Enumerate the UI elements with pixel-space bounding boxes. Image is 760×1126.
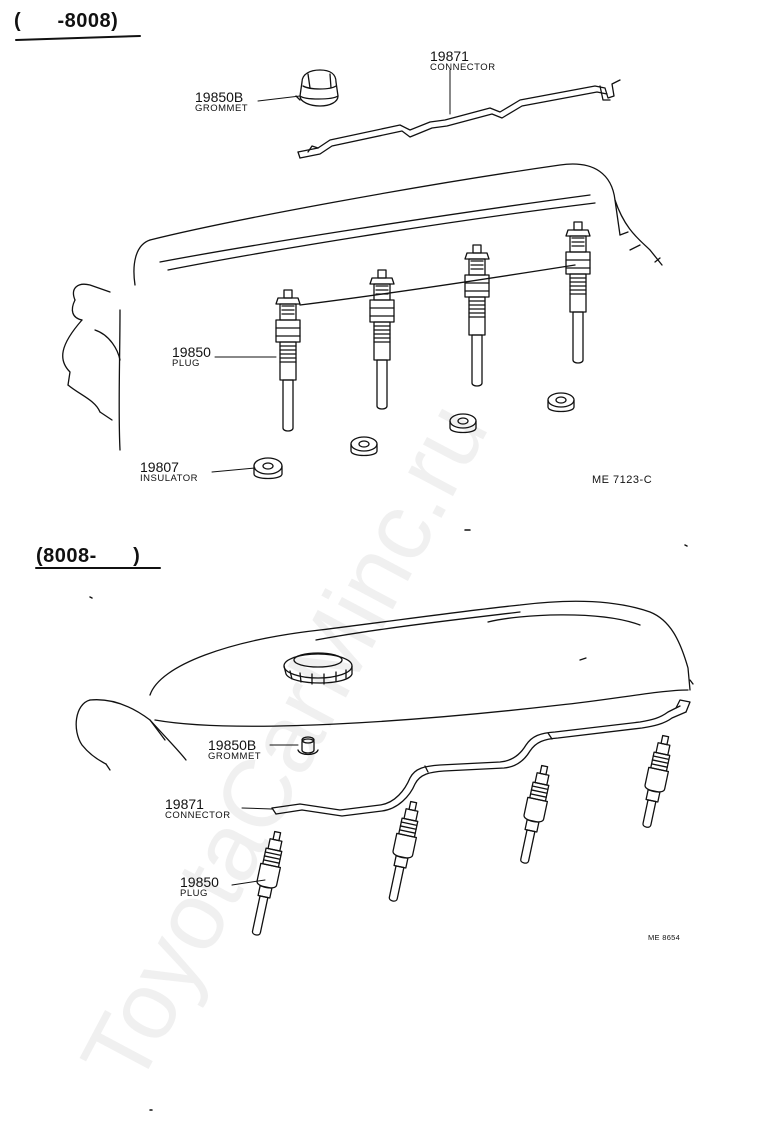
part-number: 19850 (172, 344, 211, 360)
bottom-part-grommet: 19850B GROMMET (208, 738, 261, 762)
top-header-text: ( -8008) (14, 10, 119, 32)
bottom-connector-bar (271, 699, 691, 817)
part-number: 19850B (208, 737, 257, 753)
part-number: 19850B (195, 89, 244, 105)
part-name: CONNECTOR (430, 62, 496, 73)
stray-marks (89, 529, 688, 1111)
part-name: GROMMET (195, 103, 249, 114)
bottom-glow-plugs (251, 734, 671, 936)
part-number: 19871 (430, 48, 469, 64)
top-grommet (295, 69, 339, 107)
top-ref-code: ME 7123-C (592, 474, 653, 486)
part-number: 19807 (140, 459, 179, 475)
part-number: 19871 (165, 796, 204, 812)
bottom-cylinder-head (75, 600, 694, 771)
bottom-grommet (297, 736, 319, 756)
bottom-leader-lines (231, 744, 299, 886)
top-leader-lines (211, 69, 451, 473)
part-name: CONNECTOR (165, 810, 231, 821)
top-section-header: ( -8008) (14, 10, 118, 33)
part-name: PLUG (180, 888, 208, 899)
top-part-grommet: 19850B GROMMET (195, 90, 248, 114)
bottom-ref-code: ME 8654 (648, 933, 681, 942)
part-name: GROMMET (208, 751, 262, 762)
top-header-underline (15, 35, 141, 41)
top-part-insulator: 19807 INSULATOR (140, 460, 198, 484)
part-number: 19850 (180, 874, 219, 890)
top-glow-plugs (275, 221, 591, 432)
top-part-connector: 19871 CONNECTOR (430, 49, 496, 73)
part-name: INSULATOR (140, 473, 198, 484)
bottom-part-plug: 19850 PLUG (180, 875, 219, 899)
top-cylinder-head (62, 163, 663, 451)
bottom-header-text: (8008- ) (36, 545, 141, 567)
bottom-part-connector: 19871 CONNECTOR (165, 797, 231, 821)
bottom-section-header: (8008- ) (36, 545, 140, 568)
top-connector-bar (297, 79, 621, 159)
top-part-plug: 19850 PLUG (172, 345, 211, 369)
part-name: PLUG (172, 358, 200, 369)
top-insulators (253, 392, 575, 480)
